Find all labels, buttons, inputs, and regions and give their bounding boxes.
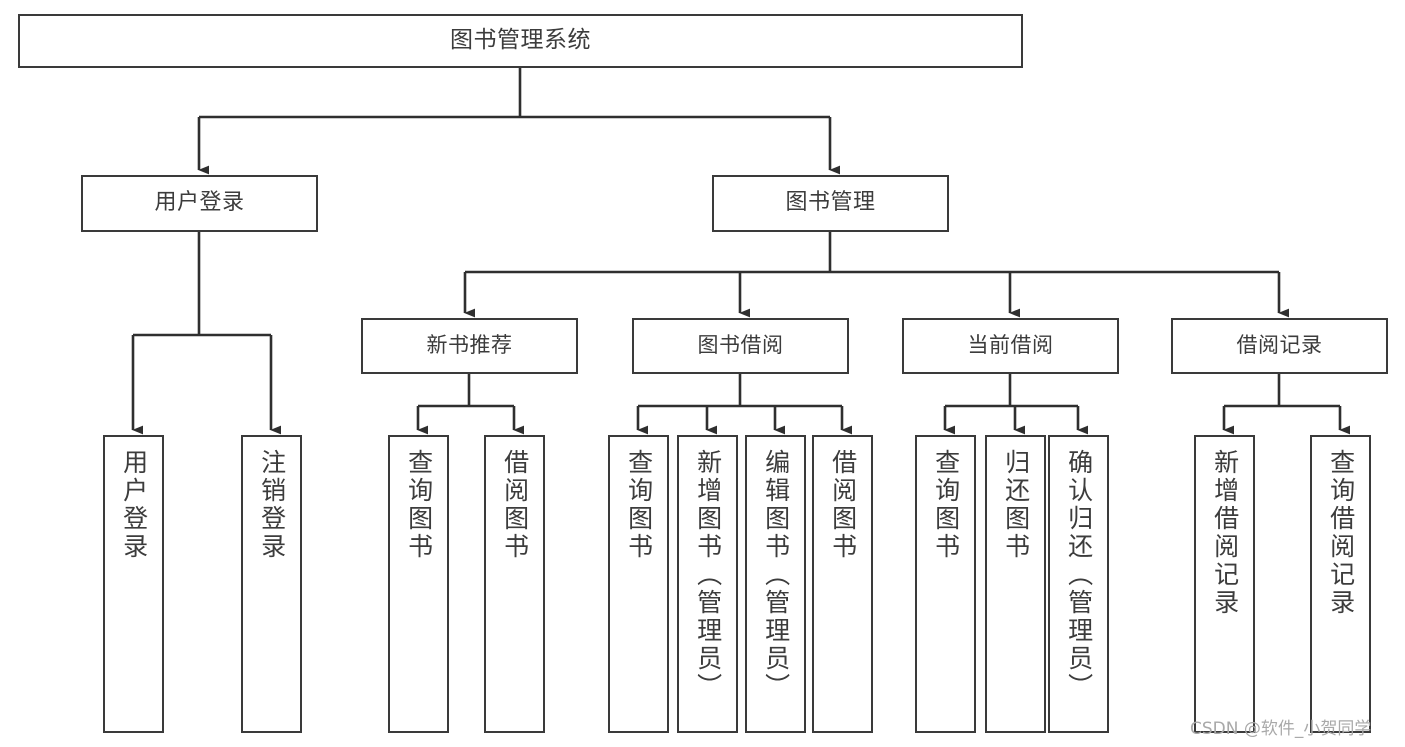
node-label: 新书推荐 <box>426 333 513 358</box>
leaf-add-book-admin[interactable]: 新增图书（管理员） <box>677 435 738 733</box>
node-label: 归还图书 <box>1001 449 1031 561</box>
node-label: 图书管理系统 <box>450 27 591 54</box>
watermark-text: CSDN @软件_小贺同学 <box>1190 719 1372 739</box>
node-label: 注销登录 <box>257 449 287 561</box>
node-label: 图书管理 <box>785 190 876 216</box>
leaf-query-borrow-record[interactable]: 查询借阅记录 <box>1310 435 1371 733</box>
leaf-query-books-current[interactable]: 查询图书 <box>915 435 976 733</box>
node-label: 用户登录 <box>154 190 245 216</box>
leaf-user-login[interactable]: 用户登录 <box>103 435 164 733</box>
node-current-borrowing[interactable]: 当前借阅 <box>902 318 1119 374</box>
node-book-borrowing[interactable]: 图书借阅 <box>632 318 849 374</box>
leaf-add-borrow-record[interactable]: 新增借阅记录 <box>1194 435 1255 733</box>
node-root-book-management-system[interactable]: 图书管理系统 <box>18 14 1023 68</box>
leaf-edit-book-admin[interactable]: 编辑图书（管理员） <box>745 435 806 733</box>
leaf-confirm-return-admin[interactable]: 确认归还（管理员） <box>1048 435 1109 733</box>
node-label: 借阅图书 <box>828 449 858 561</box>
leaf-query-books-borrow[interactable]: 查询图书 <box>608 435 669 733</box>
node-label: 查询借阅记录 <box>1326 449 1356 617</box>
node-user-login[interactable]: 用户登录 <box>81 175 318 232</box>
node-label: 图书借阅 <box>697 333 784 358</box>
node-label: 查询图书 <box>931 449 961 561</box>
node-label: 新增图书（管理员） <box>693 449 723 701</box>
node-borrowing-records[interactable]: 借阅记录 <box>1171 318 1388 374</box>
node-new-book-recommendation[interactable]: 新书推荐 <box>361 318 578 374</box>
node-label: 查询图书 <box>624 449 654 561</box>
leaf-borrow-books[interactable]: 借阅图书 <box>812 435 873 733</box>
node-label: 借阅图书 <box>500 449 530 561</box>
node-label: 借阅记录 <box>1236 333 1323 358</box>
node-label: 编辑图书（管理员） <box>761 449 791 701</box>
node-book-management[interactable]: 图书管理 <box>712 175 949 232</box>
node-label: 新增借阅记录 <box>1210 449 1240 617</box>
node-label: 确认归还（管理员） <box>1064 449 1094 701</box>
leaf-query-books-recommend[interactable]: 查询图书 <box>388 435 449 733</box>
leaf-return-books[interactable]: 归还图书 <box>985 435 1046 733</box>
leaf-borrow-books-recommend[interactable]: 借阅图书 <box>484 435 545 733</box>
leaf-logout[interactable]: 注销登录 <box>241 435 302 733</box>
node-label: 用户登录 <box>119 449 149 561</box>
node-label: 当前借阅 <box>967 333 1054 358</box>
node-label: 查询图书 <box>404 449 434 561</box>
